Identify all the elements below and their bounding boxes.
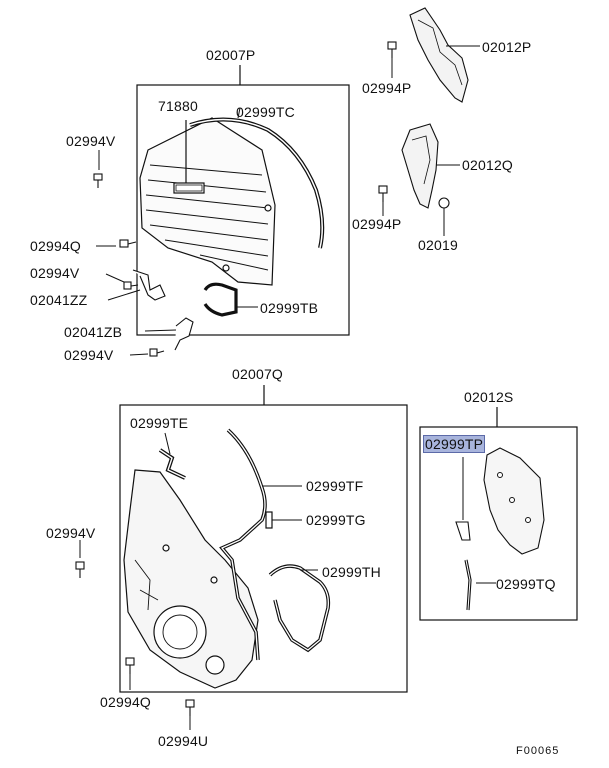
- label-02012S: 02012S: [464, 389, 514, 405]
- label-02999TE: 02999TE: [130, 415, 189, 431]
- label-02994V-a: 02994V: [66, 133, 116, 149]
- lower-timing-cover: [123, 469, 259, 689]
- label-02012P: 02012P: [482, 39, 532, 55]
- label-02994V-b: 02994V: [30, 265, 80, 281]
- label-02994V-d: 02994V: [46, 525, 96, 541]
- label-02999TG: 02999TG: [306, 512, 366, 528]
- group-box-02007P: [136, 84, 350, 336]
- figure-code: F00065: [516, 745, 560, 757]
- upper-timing-cover: [139, 117, 276, 286]
- label-02994U: 02994U: [158, 733, 209, 749]
- label-02041ZZ: 02041ZZ: [30, 292, 88, 308]
- label-02999TB: 02999TB: [260, 300, 319, 316]
- label-02041ZB: 02041ZB: [64, 324, 123, 340]
- label-02999TH: 02999TH: [322, 564, 381, 580]
- label-02994Q-b: 02994Q: [100, 694, 152, 710]
- label-02994P-b: 02994P: [352, 216, 402, 232]
- label-02012Q: 02012Q: [462, 157, 514, 173]
- label-02994Q-a: 02994Q: [30, 238, 82, 254]
- label-71880: 71880: [158, 98, 198, 114]
- label-02994P-a: 02994P: [362, 80, 412, 96]
- group-box-02012S: [419, 426, 578, 621]
- label-02999TQ: 02999TQ: [496, 576, 556, 592]
- label-02019: 02019: [418, 237, 458, 253]
- label-02999TP-highlighted[interactable]: 02999TP: [423, 435, 486, 453]
- label-02007P: 02007P: [206, 47, 256, 63]
- label-02007Q: 02007Q: [232, 366, 284, 382]
- label-02994V-c: 02994V: [64, 347, 114, 363]
- label-02999TC: 02999TC: [236, 104, 295, 120]
- label-02999TF: 02999TF: [306, 478, 364, 494]
